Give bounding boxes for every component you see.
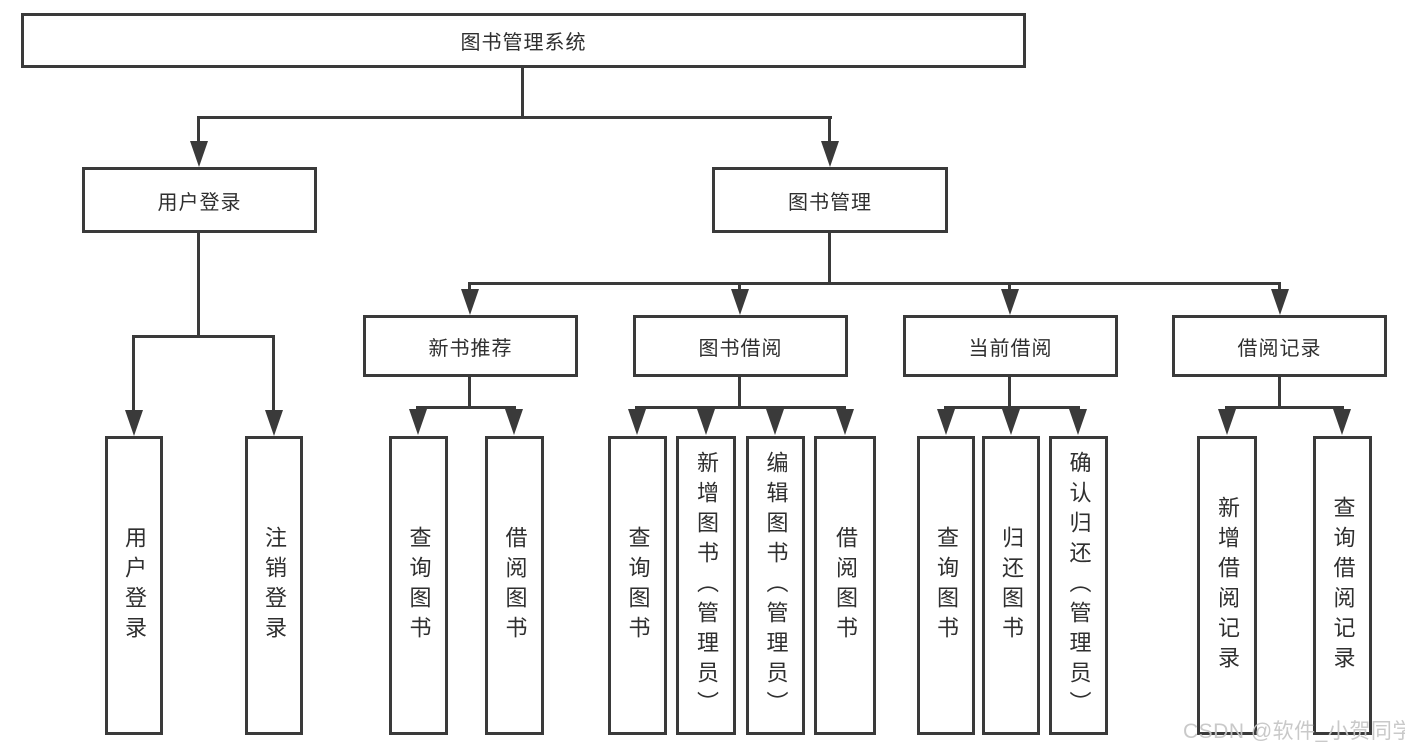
leaf-confirm-return-admin: 确认归还（管理员） bbox=[1049, 436, 1108, 735]
leaf-query-books-recommend: 查询图书 bbox=[389, 436, 448, 735]
connector-user-login-bus bbox=[132, 335, 275, 338]
leaf-borrow-books-borrowing-label: 借阅图书 bbox=[833, 525, 858, 646]
node-user-login-label: 用户登录 bbox=[157, 191, 242, 214]
arrowhead-book-management bbox=[821, 141, 839, 167]
arrowhead-current-borrowing bbox=[1001, 289, 1019, 315]
connector-drop-user-login bbox=[197, 116, 200, 144]
connector-drop-leaf-logout bbox=[272, 335, 275, 411]
connector-drop-leaf-user-login bbox=[132, 335, 135, 411]
leaf-logout-login-label: 注销登录 bbox=[262, 525, 287, 646]
connector-new-book-stem bbox=[468, 377, 471, 409]
arrowhead-user-login bbox=[190, 141, 208, 167]
node-library-system: 图书管理系统 bbox=[21, 13, 1026, 68]
arrowhead-leaf-query-record bbox=[1333, 409, 1351, 435]
connector-book-borrowing-bus bbox=[635, 406, 846, 409]
leaf-user-login-label: 用户登录 bbox=[122, 525, 147, 646]
node-library-system-label: 图书管理系统 bbox=[460, 32, 587, 54]
leaf-add-borrow-record: 新增借阅记录 bbox=[1197, 436, 1257, 735]
arrowhead-book-borrowing bbox=[731, 289, 749, 315]
connector-drop-book-borrowing bbox=[738, 282, 741, 292]
connector-current-borrowing-bus bbox=[944, 406, 1080, 409]
arrowhead-leaf-query-books-1 bbox=[409, 409, 427, 435]
connector-drop-new-book bbox=[468, 282, 471, 292]
csdn-watermark: CSDN @软件_小贺同学 bbox=[1183, 720, 1405, 743]
leaf-add-borrow-record-label: 新增借阅记录 bbox=[1215, 495, 1240, 676]
connector-root-stem bbox=[521, 68, 524, 118]
node-user-login: 用户登录 bbox=[82, 167, 317, 233]
connector-new-book-bus bbox=[416, 406, 516, 409]
connector-current-borrowing-stem bbox=[1008, 377, 1011, 409]
node-new-book-recommendation-label: 新书推荐 bbox=[428, 337, 513, 360]
connector-book-borrowing-stem bbox=[738, 377, 741, 409]
leaf-query-books-borrowing-label: 查询图书 bbox=[625, 525, 651, 646]
connector-user-login-stem bbox=[197, 233, 200, 337]
node-book-borrowing: 图书借阅 bbox=[633, 315, 848, 377]
node-book-management-label: 图书管理 bbox=[788, 191, 872, 214]
leaf-edit-book-admin: 编辑图书（管理员） bbox=[746, 436, 805, 735]
node-book-borrowing-label: 图书借阅 bbox=[698, 337, 783, 360]
arrowhead-borrow-records bbox=[1271, 289, 1289, 315]
arrowhead-leaf-borrow-books-2 bbox=[836, 409, 854, 435]
leaf-query-books-borrowing: 查询图书 bbox=[608, 436, 667, 735]
connector-borrow-records-bus bbox=[1225, 406, 1344, 409]
leaf-return-book-label: 归还图书 bbox=[999, 525, 1024, 646]
connector-book-management-stem bbox=[828, 233, 831, 285]
arrowhead-leaf-query-books-2 bbox=[628, 409, 646, 435]
node-current-borrowing-label: 当前借阅 bbox=[968, 337, 1053, 360]
node-current-borrowing: 当前借阅 bbox=[903, 315, 1118, 377]
arrowhead-leaf-logout bbox=[265, 410, 283, 436]
connector-drop-borrow-records bbox=[1278, 282, 1281, 292]
arrowhead-leaf-edit-book bbox=[766, 409, 784, 435]
arrowhead-leaf-add-record bbox=[1218, 409, 1236, 435]
leaf-query-books-recommend-label: 查询图书 bbox=[406, 525, 432, 646]
node-new-book-recommendation: 新书推荐 bbox=[363, 315, 578, 377]
node-borrowing-records: 借阅记录 bbox=[1172, 315, 1387, 377]
connector-drop-book-management bbox=[828, 116, 831, 144]
leaf-borrow-books-recommend-label: 借阅图书 bbox=[502, 525, 528, 646]
leaf-confirm-return-admin-label: 确认归还（管理员） bbox=[1066, 450, 1092, 721]
connector-borrow-records-stem bbox=[1278, 377, 1281, 409]
arrowhead-leaf-add-book bbox=[697, 409, 715, 435]
connector-drop-current-borrowing bbox=[1008, 282, 1011, 292]
arrowhead-leaf-borrow-books-1 bbox=[505, 409, 523, 435]
arrowhead-leaf-return-book bbox=[1002, 409, 1020, 435]
arrowhead-leaf-confirm-return bbox=[1069, 409, 1087, 435]
leaf-query-borrow-record-label: 查询借阅记录 bbox=[1330, 495, 1356, 676]
leaf-logout-login: 注销登录 bbox=[245, 436, 303, 735]
leaf-query-books-current-label: 查询图书 bbox=[934, 525, 959, 646]
arrowhead-leaf-query-books-3 bbox=[937, 409, 955, 435]
node-borrowing-records-label: 借阅记录 bbox=[1237, 337, 1322, 360]
arrowhead-leaf-user-login bbox=[125, 410, 143, 436]
connector-book-management-bus bbox=[468, 282, 1281, 285]
connector-root-bus bbox=[197, 116, 832, 119]
leaf-edit-book-admin-label: 编辑图书（管理员） bbox=[763, 450, 789, 721]
arrowhead-new-book bbox=[461, 289, 479, 315]
leaf-add-book-admin: 新增图书（管理员） bbox=[676, 436, 736, 735]
leaf-query-books-current: 查询图书 bbox=[917, 436, 975, 735]
leaf-query-borrow-record: 查询借阅记录 bbox=[1313, 436, 1372, 735]
node-book-management: 图书管理 bbox=[712, 167, 948, 233]
leaf-return-book: 归还图书 bbox=[982, 436, 1040, 735]
leaf-user-login: 用户登录 bbox=[105, 436, 163, 735]
leaf-borrow-books-recommend: 借阅图书 bbox=[485, 436, 544, 735]
leaf-add-book-admin-label: 新增图书（管理员） bbox=[694, 450, 719, 721]
leaf-borrow-books-borrowing: 借阅图书 bbox=[814, 436, 876, 735]
